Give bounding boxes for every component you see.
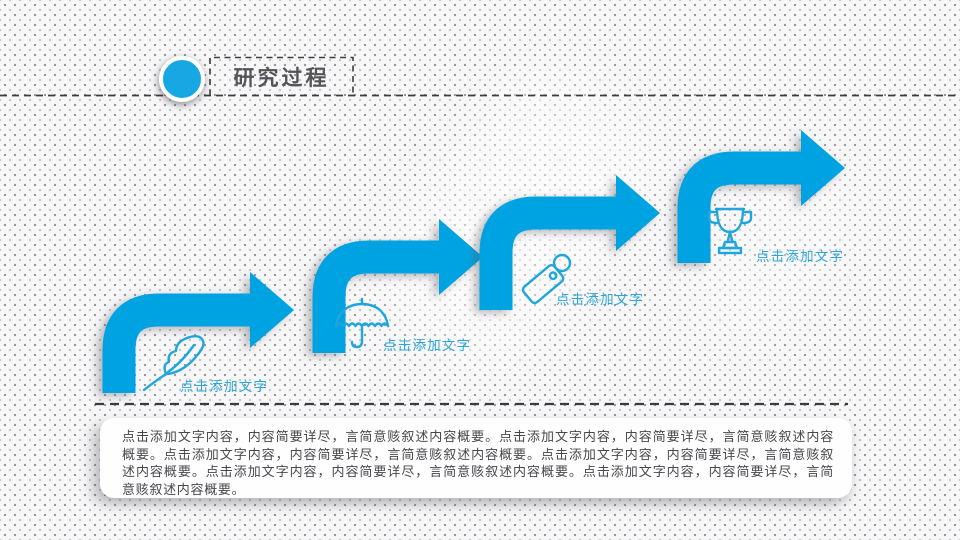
process-arrow-1: [102, 272, 294, 393]
page-title: 研究过程: [233, 66, 330, 90]
step-2-placeholder-label[interactable]: 点击添加文字: [383, 338, 472, 353]
trophy-icon: [707, 207, 753, 255]
title-dashed-frame: [209, 56, 354, 96]
process-arrow-4: [677, 130, 845, 263]
quill-icon: [142, 335, 205, 392]
step-3-placeholder-label[interactable]: 点击添加文字: [556, 292, 645, 307]
step-1-placeholder-label[interactable]: 点击添加文字: [180, 379, 269, 394]
step-4-placeholder-label[interactable]: 点击添加文字: [756, 249, 845, 264]
process-arrow-3: [479, 175, 660, 310]
process-arrow-2: [312, 219, 483, 353]
tag-icon: [521, 253, 572, 305]
title-box: 研究过程: [210, 57, 353, 96]
body-text-card[interactable]: 点击添加文字内容，内容简要详尽，言简意赅叙述内容概要。点击添加文字内容，内容简要…: [100, 418, 852, 498]
title-bullet-circle: [159, 56, 205, 102]
body-placeholder-text: 点击添加文字内容，内容简要详尽，言简意赅叙述内容概要。点击添加文字内容，内容简要…: [122, 429, 834, 497]
umbrella-icon: [334, 297, 390, 349]
